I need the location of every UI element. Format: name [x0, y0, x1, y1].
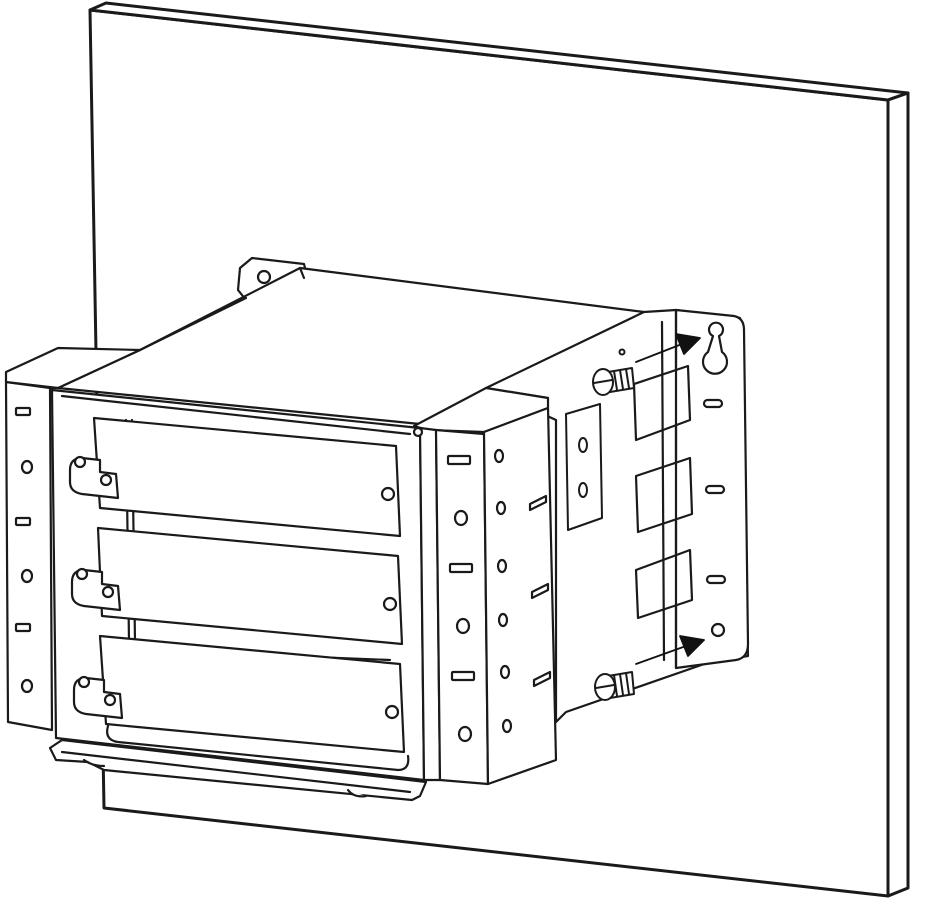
side-slot	[532, 670, 552, 688]
rail-hole	[455, 617, 471, 635]
rail-hole	[20, 459, 34, 475]
front-frame	[50, 388, 426, 782]
side-hole	[501, 718, 513, 734]
screw-slot	[593, 379, 613, 384]
screw-thread	[613, 368, 630, 391]
right-rail-side	[482, 406, 558, 786]
latch-hole	[75, 567, 89, 581]
arrow-icon	[675, 333, 701, 355]
flange-notch	[82, 758, 106, 768]
latch-hole	[101, 585, 115, 599]
small-hole	[618, 348, 626, 356]
bracket-inner-fold	[660, 320, 666, 662]
side-mount-bracket	[632, 308, 750, 670]
bay-hole	[384, 704, 400, 720]
arrows	[635, 333, 705, 665]
arrow-line-lower	[635, 645, 687, 665]
side-hole	[495, 500, 507, 516]
insert-hole	[578, 482, 588, 498]
bracket-slot	[702, 398, 724, 409]
side-plate-insert	[565, 348, 626, 531]
side-hole	[499, 664, 511, 680]
screw-upper	[592, 367, 635, 396]
arrow-line-upper	[635, 343, 683, 363]
front-right-rail	[412, 386, 558, 786]
rail-hole	[453, 509, 469, 527]
flange-plate	[48, 738, 428, 802]
latch-hole	[103, 693, 117, 707]
left-rail-top	[4, 346, 142, 390]
insert-hole	[578, 437, 588, 453]
front-left-rail	[4, 346, 142, 732]
top-plate-rear-edge	[298, 266, 306, 280]
latch-hole	[99, 473, 113, 487]
rear-tab-hole	[256, 269, 272, 285]
wall-edge-right	[886, 91, 910, 898]
top-plate-fold	[138, 296, 248, 352]
bay-latch-lower	[72, 676, 124, 720]
arrow-icon	[679, 635, 705, 657]
rail-hole	[20, 678, 34, 694]
latch-hole	[77, 675, 91, 689]
rail-slot	[14, 516, 32, 527]
left-rail-face	[4, 380, 54, 732]
side-hole	[497, 612, 509, 628]
screw-lower	[594, 671, 635, 701]
rail-slot	[14, 406, 32, 417]
bay-bottom-bar	[106, 724, 410, 772]
side-slot	[530, 582, 550, 600]
rail-slot	[14, 622, 32, 633]
side-hole	[496, 558, 508, 574]
insert-plate	[565, 403, 603, 531]
rail-screw-top	[412, 426, 424, 438]
bay-latch-middle	[70, 568, 122, 612]
side-slot	[528, 494, 548, 512]
flange-edge	[60, 750, 412, 794]
bay-latch-upper	[68, 456, 120, 500]
screw-slot	[595, 684, 615, 689]
latch-hole	[73, 455, 87, 469]
rail-slot	[448, 562, 474, 574]
bottom-flange	[48, 738, 428, 802]
bay-hole	[380, 486, 396, 502]
rail-slot	[450, 670, 476, 682]
bay-hole	[382, 596, 398, 612]
side-hole	[493, 448, 505, 464]
rail-hole	[457, 725, 473, 743]
keyhole-icon	[701, 321, 729, 375]
flange-notch	[346, 788, 368, 798]
bracket-slot	[705, 574, 727, 585]
rail-hole	[20, 568, 34, 584]
rail-slot	[446, 454, 472, 466]
bracket-lower-hole	[710, 622, 726, 638]
bracket-slot	[704, 484, 726, 495]
frame-top-edge	[60, 394, 412, 436]
